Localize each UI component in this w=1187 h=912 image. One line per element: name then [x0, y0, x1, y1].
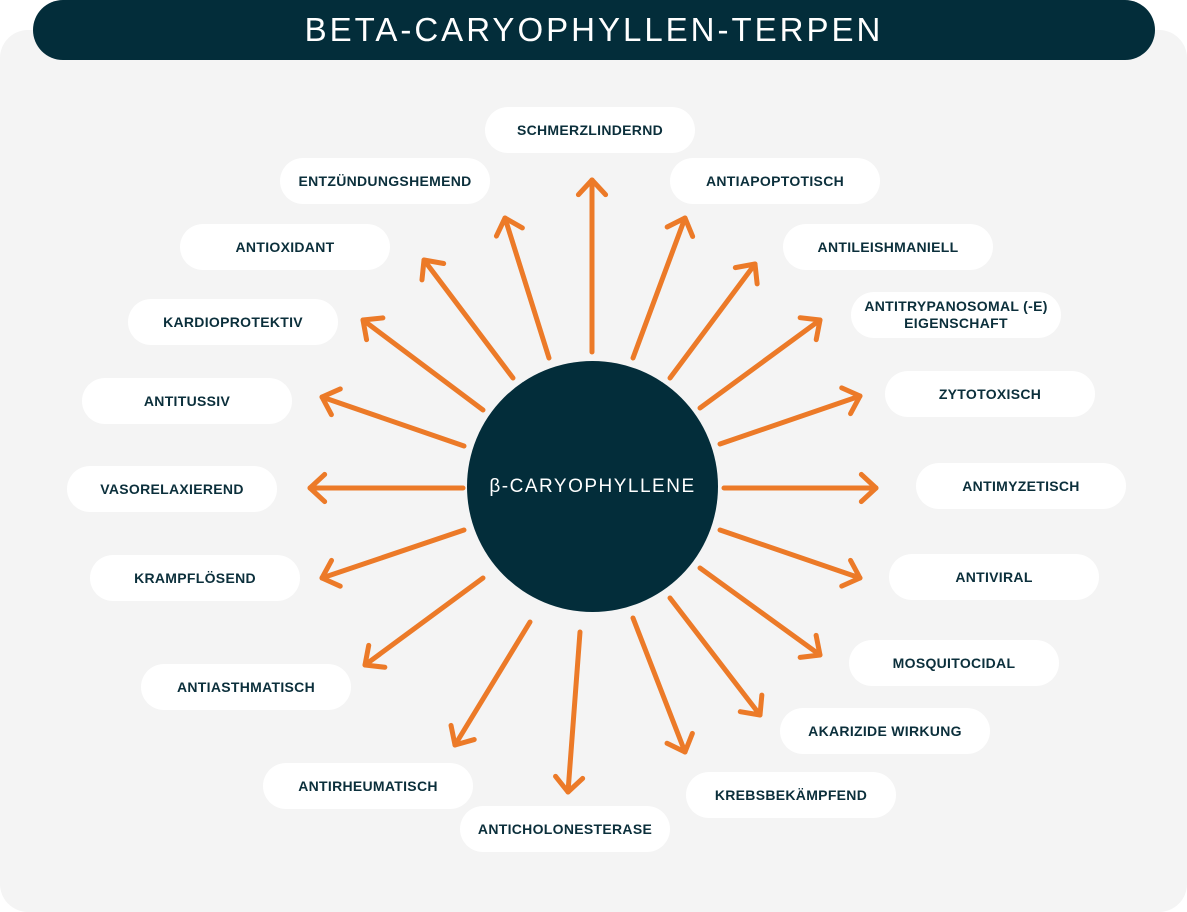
- property-label: ANTIMYZETISCH: [962, 477, 1080, 494]
- arrow-antirheumatisch: [448, 619, 533, 748]
- property-label: ANTIRHEUMATISCH: [298, 777, 438, 794]
- property-antirheumatisch: ANTIRHEUMATISCH: [263, 763, 473, 809]
- arrow-antitrypanosomal: [697, 315, 823, 411]
- property-label: SCHMERZLINDERND: [516, 121, 664, 138]
- arrow-anticholonesterase: [553, 629, 586, 795]
- property-kardioprotektiv: KARDIOPROTEKTIV: [128, 299, 338, 345]
- property-label: ANTIAPOPTOTISCH: [705, 172, 845, 189]
- property-akarizide-wirkung: AKARIZIDE WIRKUNG: [780, 708, 990, 754]
- arrow-schmerzlindernd: [575, 177, 609, 355]
- arrow-antimyzetisch: [721, 471, 879, 505]
- property-anticholonesterase: ANTICHOLONESTERASE: [460, 806, 670, 852]
- page-title: BETA-CARYOPHYLLEN-TERPEN: [304, 11, 884, 48]
- property-antileishmaniell: ANTILEISHMANIELL: [783, 224, 993, 270]
- property-label: ENTZÜNDUNGSHEMEND: [298, 172, 472, 189]
- arrow-antiviral: [717, 527, 863, 589]
- property-antitussiv: ANTITUSSIV: [82, 378, 292, 424]
- property-label-line1: ANTITRYPANOSOMAL (-E): [864, 298, 1048, 314]
- property-label: ZYTOTOXISCH: [938, 385, 1042, 402]
- title-banner: BETA-CARYOPHYLLEN-TERPEN: [33, 0, 1155, 60]
- arrow-akarizide-wirkung: [667, 595, 765, 718]
- property-label: VASORELAXIEREND: [100, 480, 244, 497]
- property-label: KREBSBEKÄMPFEND: [714, 786, 868, 803]
- arrow-antitussiv: [319, 386, 467, 449]
- property-label: ANTIASTHMATISCH: [176, 678, 315, 695]
- property-label: AKARIZIDE WIRKUNG: [808, 722, 962, 739]
- property-label: ANTITRYPANOSOMAL (-E) EIGENSCHAFT: [864, 298, 1047, 332]
- arrow-entzuendungshemend: [493, 215, 552, 361]
- arrow-antiapoptotisch: [630, 215, 696, 361]
- arrow-antileishmaniell: [667, 261, 760, 381]
- property-antitrypanosomal: ANTITRYPANOSOMAL (-E) EIGENSCHAFT: [851, 292, 1061, 338]
- arrow-zytotoxisch: [717, 385, 863, 447]
- property-label: KRAMPFLÖSEND: [134, 569, 256, 586]
- property-krampfloesend: KRAMPFLÖSEND: [90, 555, 300, 601]
- property-antiasthmatisch: ANTIASTHMATISCH: [141, 664, 351, 710]
- center-label: β-CARYOPHYLLENE: [489, 475, 696, 497]
- property-vasorelaxierend: VASORELAXIEREND: [67, 466, 277, 512]
- property-antioxidant: ANTIOXIDANT: [180, 224, 390, 270]
- property-krebsbekaempfend: KREBSBEKÄMPFEND: [686, 772, 896, 818]
- arrow-antiasthmatisch: [362, 575, 486, 670]
- arrow-krebsbekaempfend: [630, 615, 695, 755]
- arrow-krampfloesend: [319, 527, 467, 589]
- arrow-mosquitocidal: [697, 565, 823, 660]
- arrow-kardioprotektiv: [360, 315, 486, 413]
- property-label: ANTIVIRAL: [955, 568, 1033, 585]
- property-entzuendungshemend: ENTZÜNDUNGSHEMEND: [280, 158, 490, 204]
- property-label: ANTICHOLONESTERASE: [477, 820, 653, 837]
- property-label: ANTIOXIDANT: [235, 238, 335, 255]
- property-label-line2: EIGENSCHAFT: [904, 315, 1008, 331]
- arrow-antioxidant: [419, 257, 516, 381]
- arrow-vasorelaxierend: [307, 471, 466, 505]
- property-label: MOSQUITOCIDAL: [892, 654, 1016, 671]
- property-antimyzetisch: ANTIMYZETISCH: [916, 463, 1126, 509]
- property-antiapoptotisch: ANTIAPOPTOTISCH: [670, 158, 880, 204]
- property-mosquitocidal: MOSQUITOCIDAL: [849, 640, 1059, 686]
- property-zytotoxisch: ZYTOTOXISCH: [885, 371, 1095, 417]
- property-antiviral: ANTIVIRAL: [889, 554, 1099, 600]
- property-label: ANTILEISHMANIELL: [817, 238, 959, 255]
- property-label: KARDIOPROTEKTIV: [163, 313, 303, 330]
- center-node: β-CARYOPHYLLENE: [467, 361, 718, 612]
- property-schmerzlindernd: SCHMERZLINDERND: [485, 107, 695, 153]
- property-label: ANTITUSSIV: [143, 392, 231, 409]
